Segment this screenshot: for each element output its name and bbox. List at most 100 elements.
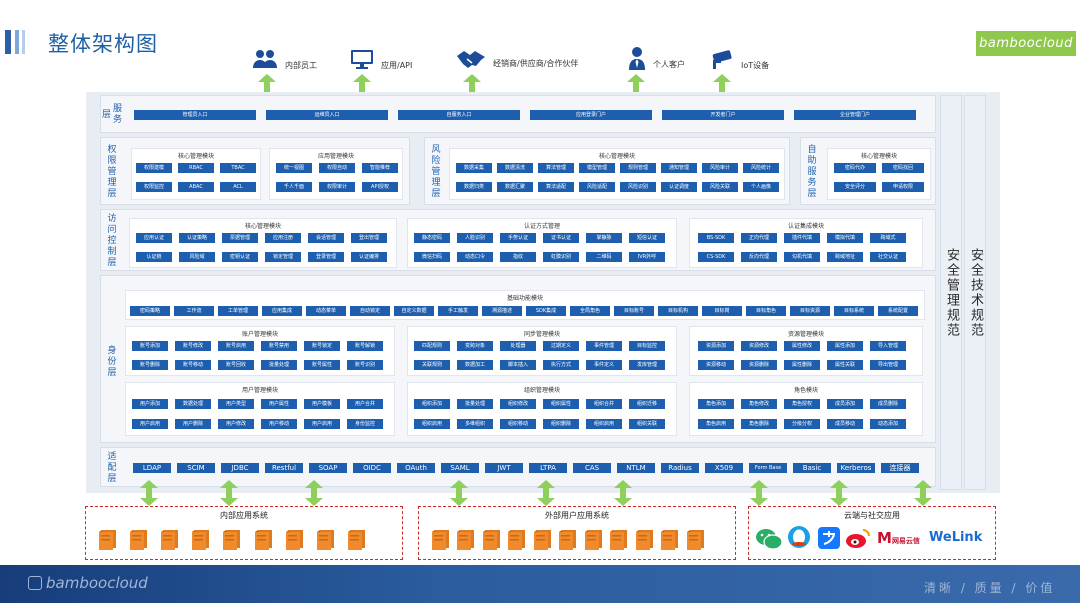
module-button[interactable]: 组织合并 bbox=[586, 399, 622, 409]
module-button[interactable]: 账号解锁 bbox=[347, 341, 383, 351]
module-button[interactable]: 权限审计 bbox=[319, 182, 355, 192]
module-button[interactable]: 属性添加 bbox=[827, 341, 863, 351]
module-button[interactable]: 数据处理 bbox=[175, 399, 211, 409]
module-button[interactable]: 数据汇聚 bbox=[497, 182, 533, 192]
module-button[interactable]: 批量处理 bbox=[261, 360, 297, 370]
portal-self-service[interactable]: 自服务入口 bbox=[398, 110, 520, 120]
module-button[interactable]: 成员添加 bbox=[827, 399, 863, 409]
module-button[interactable]: 反向代理 bbox=[741, 252, 777, 262]
module-button[interactable]: 组织添加 bbox=[414, 399, 450, 409]
module-button[interactable]: 关联规则 bbox=[414, 360, 450, 370]
module-button[interactable]: 统一视图 bbox=[276, 163, 312, 173]
module-button[interactable]: 认证链 bbox=[136, 252, 172, 262]
module-button[interactable]: 密码策略 bbox=[130, 306, 170, 316]
module-button[interactable]: 事件管理 bbox=[586, 341, 622, 351]
module-button[interactable]: 资源移动 bbox=[698, 360, 734, 370]
module-button[interactable]: 应用集成 bbox=[262, 306, 302, 316]
module-button[interactable]: 属性修改 bbox=[784, 341, 820, 351]
module-button[interactable]: 虹膜识别 bbox=[543, 252, 579, 262]
module-button[interactable]: 数据加工 bbox=[457, 360, 493, 370]
module-button[interactable]: 跨域地址 bbox=[827, 252, 863, 262]
module-button[interactable]: 全局角色 bbox=[570, 306, 610, 316]
protocol-button[interactable]: Restful bbox=[265, 463, 303, 473]
protocol-button[interactable]: Kerberos bbox=[837, 463, 875, 473]
module-button[interactable]: 掌静脉 bbox=[586, 233, 622, 243]
module-button[interactable]: 用户属性 bbox=[261, 399, 297, 409]
module-button[interactable]: 账号启用 bbox=[218, 341, 254, 351]
module-button[interactable]: BS-SDK bbox=[698, 233, 734, 243]
module-button[interactable]: 风险统计 bbox=[743, 163, 779, 173]
module-button[interactable]: 密码找回 bbox=[882, 163, 924, 173]
module-button[interactable]: 权限自动 bbox=[319, 163, 355, 173]
module-button[interactable]: 应用注册 bbox=[265, 233, 301, 243]
module-button[interactable]: 密钥认证 bbox=[222, 252, 258, 262]
protocol-button[interactable]: Basic bbox=[793, 463, 831, 473]
module-button[interactable]: 成员移动 bbox=[827, 419, 863, 429]
module-button[interactable]: 工单管理 bbox=[218, 306, 258, 316]
module-button[interactable]: 角色添加 bbox=[698, 399, 734, 409]
protocol-button[interactable]: LTPA bbox=[529, 463, 567, 473]
module-button[interactable]: 密码代办 bbox=[834, 163, 876, 173]
module-button[interactable]: 社交认证 bbox=[870, 252, 906, 262]
module-button[interactable]: 数据采集 bbox=[456, 163, 492, 173]
module-button[interactable]: 申请权限 bbox=[882, 182, 924, 192]
module-button[interactable]: 分级分权 bbox=[784, 419, 820, 429]
module-button[interactable]: 算法管理 bbox=[538, 163, 574, 173]
module-button[interactable]: 过期定义 bbox=[543, 341, 579, 351]
module-button[interactable]: 目标机构 bbox=[658, 306, 698, 316]
module-button[interactable]: 目标资源 bbox=[790, 306, 830, 316]
protocol-button[interactable]: X509 bbox=[705, 463, 743, 473]
module-button[interactable]: 目标系统 bbox=[834, 306, 874, 316]
module-button[interactable]: 认证编排 bbox=[351, 252, 387, 262]
module-button[interactable]: 处理器 bbox=[500, 341, 536, 351]
protocol-button[interactable]: OAuth bbox=[397, 463, 435, 473]
module-button[interactable]: 风险审计 bbox=[702, 163, 738, 173]
module-button[interactable]: 人脸识别 bbox=[457, 233, 493, 243]
protocol-button[interactable]: Radius bbox=[661, 463, 699, 473]
module-button[interactable]: 匹配规则 bbox=[414, 341, 450, 351]
module-button[interactable]: 组织属性 bbox=[543, 399, 579, 409]
module-button[interactable]: API授权 bbox=[362, 182, 398, 192]
module-button[interactable]: 事件定义 bbox=[586, 360, 622, 370]
module-button[interactable]: 组织迁移 bbox=[629, 399, 665, 409]
module-button[interactable]: 成员删除 bbox=[870, 399, 906, 409]
module-button[interactable]: 通知管理 bbox=[661, 163, 697, 173]
module-button[interactable]: SDK集成 bbox=[526, 306, 566, 316]
module-button[interactable]: 应用认证 bbox=[136, 233, 172, 243]
module-button[interactable]: 动态添加 bbox=[870, 419, 906, 429]
module-button[interactable]: 组织移动 bbox=[500, 419, 536, 429]
module-button[interactable]: 静态密码 bbox=[414, 233, 450, 243]
module-button[interactable]: IVR外呼 bbox=[629, 252, 665, 262]
module-button[interactable]: 模拟代填 bbox=[827, 233, 863, 243]
module-button[interactable]: 导入管理 bbox=[870, 341, 906, 351]
module-button[interactable]: 执行方式 bbox=[543, 360, 579, 370]
module-button[interactable]: 票据管理 bbox=[222, 233, 258, 243]
module-button[interactable]: 会话管理 bbox=[308, 233, 344, 243]
module-button[interactable]: 跨域式 bbox=[870, 233, 906, 243]
module-button[interactable]: 个人画像 bbox=[743, 182, 779, 192]
module-button[interactable]: 系统配置 bbox=[878, 306, 918, 316]
module-button[interactable]: CS-SDK bbox=[698, 252, 734, 262]
module-button[interactable]: 正向代理 bbox=[741, 233, 777, 243]
module-button[interactable]: 用户合并 bbox=[347, 399, 383, 409]
module-button[interactable]: 批量处理 bbox=[457, 399, 493, 409]
module-button[interactable]: 用户模板 bbox=[304, 399, 340, 409]
module-button[interactable]: 账号回收 bbox=[218, 360, 254, 370]
module-button[interactable]: 认证调度 bbox=[661, 182, 697, 192]
module-button[interactable]: 权限监控 bbox=[136, 182, 172, 192]
module-button[interactable]: RBAC bbox=[178, 163, 214, 173]
module-button[interactable]: 账号添加 bbox=[132, 341, 168, 351]
module-button[interactable]: ABAC bbox=[178, 182, 214, 192]
module-button[interactable]: 用户启用 bbox=[304, 419, 340, 429]
portal-app-login[interactable]: 应用登录门户 bbox=[530, 110, 652, 120]
module-button[interactable]: TBAC bbox=[220, 163, 256, 173]
module-button[interactable]: 自动锁定 bbox=[350, 306, 390, 316]
module-button[interactable]: 角色修改 bbox=[741, 399, 777, 409]
module-button[interactable]: 目标监控 bbox=[629, 341, 665, 351]
module-button[interactable]: 算法适配 bbox=[538, 182, 574, 192]
module-button[interactable]: 动态菜单 bbox=[306, 306, 346, 316]
module-button[interactable]: 用户启用 bbox=[132, 419, 168, 429]
module-button[interactable]: 角色授权 bbox=[784, 399, 820, 409]
module-button[interactable]: 登录管理 bbox=[308, 252, 344, 262]
module-button[interactable]: 组织修改 bbox=[500, 399, 536, 409]
